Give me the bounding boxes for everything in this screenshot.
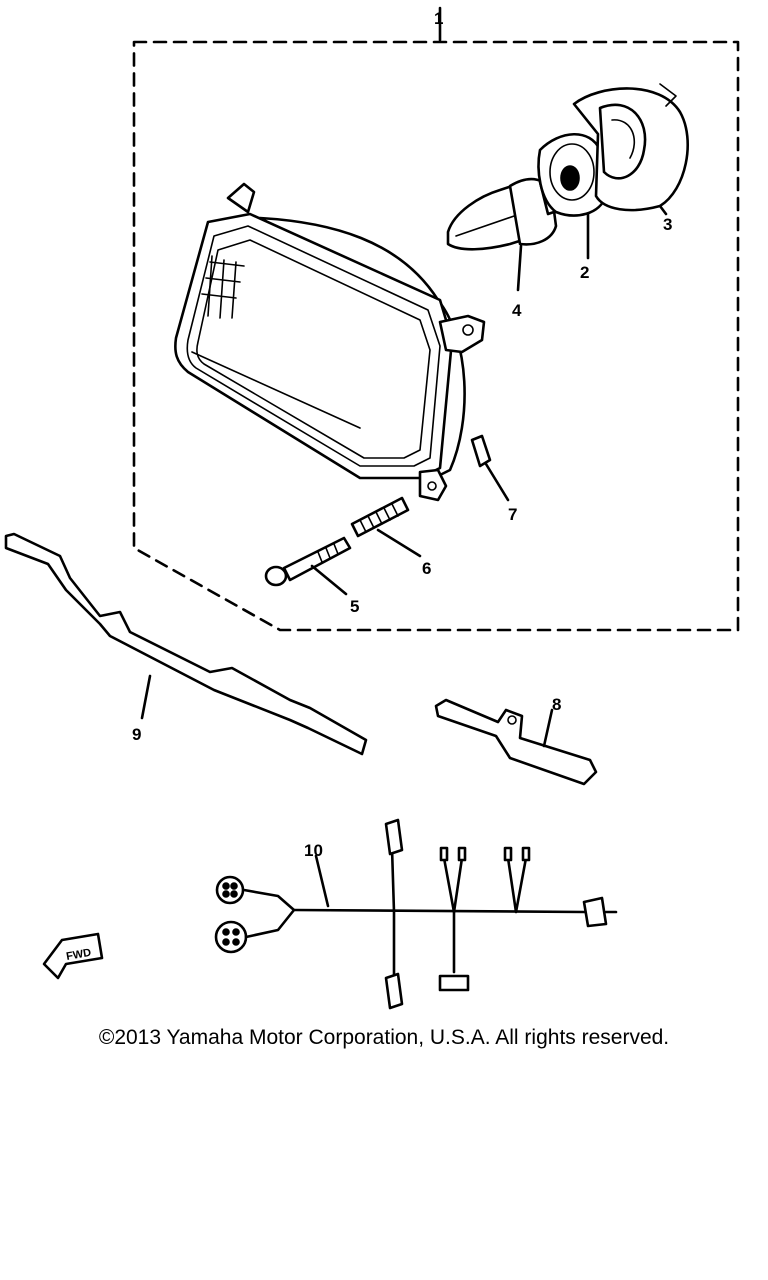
assembly-1-boundary: [132, 6, 740, 632]
part-8-bracket: [434, 698, 598, 786]
part-label-1: 1: [434, 9, 443, 28]
part-5-screw: [264, 536, 352, 596]
part-label-7: 7: [508, 505, 517, 524]
part-7-clip: [470, 434, 510, 502]
headlight-parts-diagram: FWD 1 2 3 4 5 6 7 8 9 10: [4, 6, 740, 1010]
part-6-spring: [350, 496, 422, 558]
part-label-2: 2: [580, 263, 589, 282]
part-label-4: 4: [512, 301, 522, 320]
part-2-socket: [537, 132, 608, 260]
part-label-5: 5: [350, 597, 359, 616]
headlight-unit: [174, 182, 486, 502]
fwd-marker-text: FWD: [65, 947, 92, 963]
fwd-arrow-icon: FWD: [42, 932, 104, 980]
part-label-10: 10: [304, 841, 323, 860]
part-label-6: 6: [422, 559, 431, 578]
part-label-3: 3: [663, 215, 672, 234]
part-label-8: 8: [552, 695, 561, 714]
part-label-9: 9: [132, 725, 141, 744]
part-3-cover: [572, 83, 689, 216]
copyright-notice: ©2013 Yamaha Motor Corporation, U.S.A. A…: [98, 1026, 670, 1049]
part-9-bracket: [4, 532, 368, 756]
part-10-harness: [214, 818, 618, 1010]
